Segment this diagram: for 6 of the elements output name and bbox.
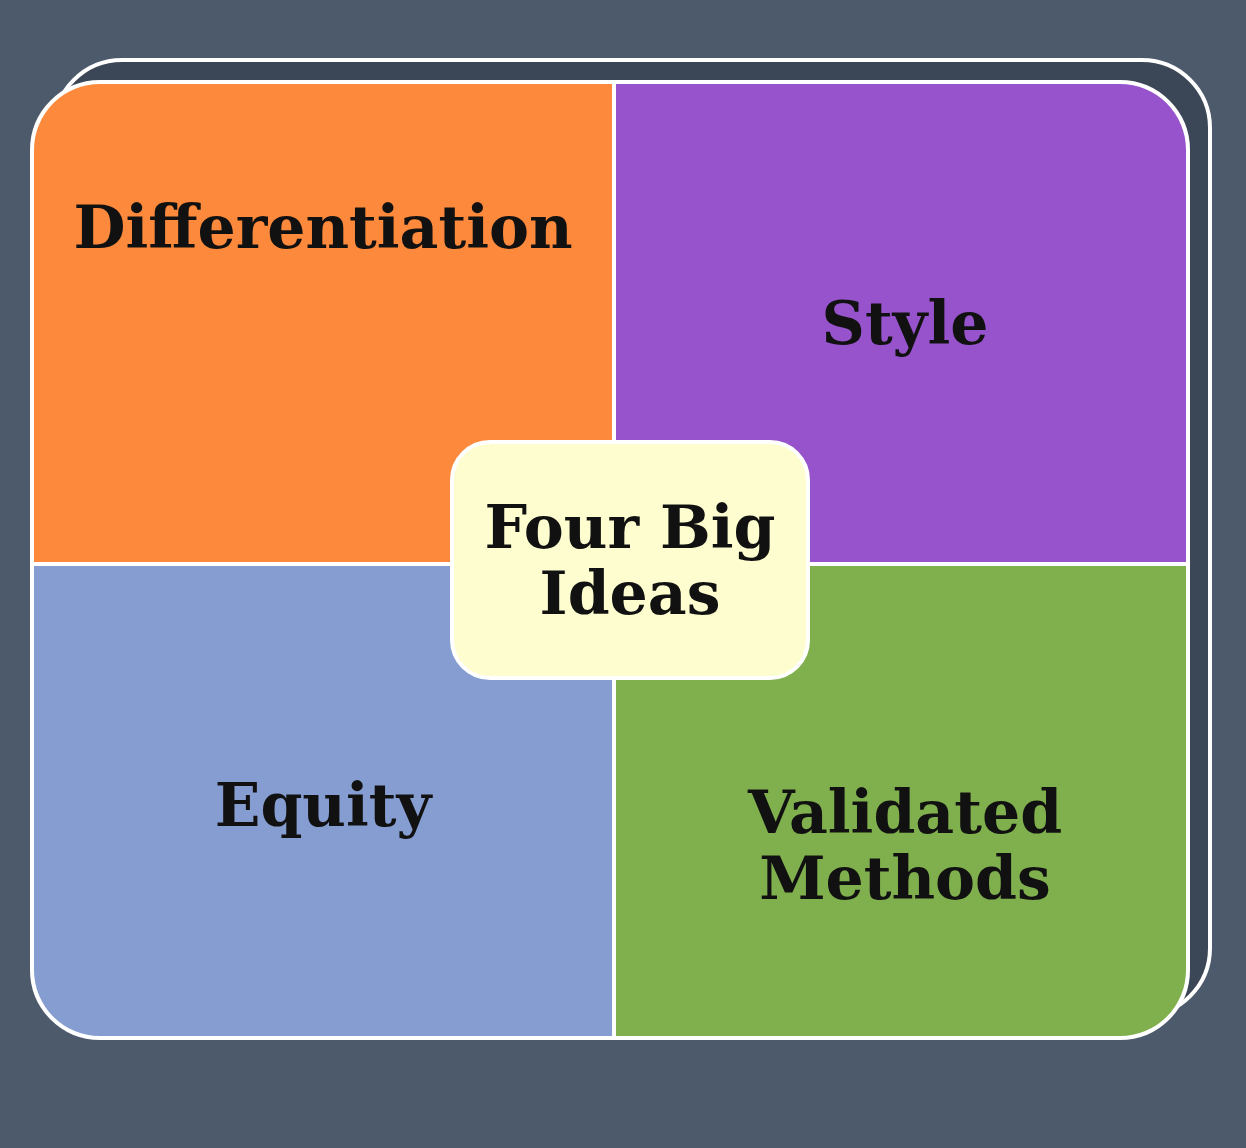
quadrant-label: Equity xyxy=(213,772,434,838)
quadrant-label: Validated Methods xyxy=(746,779,1064,911)
quadrant-label: Style xyxy=(820,290,990,356)
center-label: Four Big Ideas xyxy=(483,494,777,626)
quadrant-label: Differentiation xyxy=(72,194,574,260)
center-box xyxy=(450,440,810,680)
